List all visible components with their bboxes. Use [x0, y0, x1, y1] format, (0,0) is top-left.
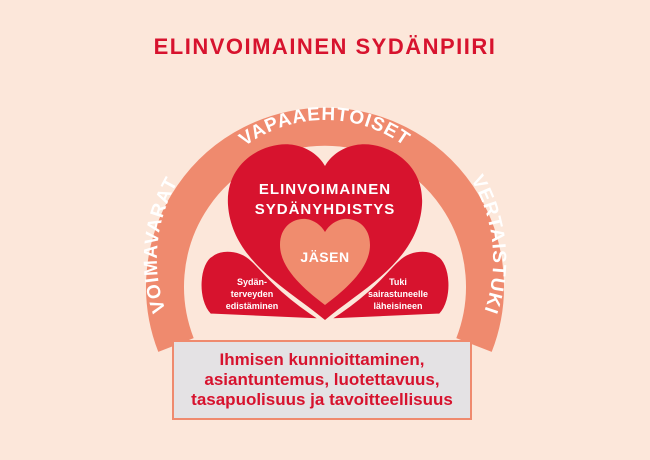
right-heart-line3: läheisineen: [373, 301, 422, 311]
left-heart-line1: Sydän-: [237, 277, 267, 287]
right-heart-line2: sairastuneelle: [368, 289, 428, 299]
center-heart: [280, 218, 370, 305]
big-heart-line1: ELINVOIMAINEN: [259, 181, 391, 198]
right-heart-line1: Tuki: [389, 277, 407, 287]
values-box: Ihmisen kunnioittaminen, asiantuntemus, …: [172, 340, 472, 420]
outer-ring: [146, 107, 504, 352]
values-line-1: Ihmisen kunnioittaminen,: [219, 350, 425, 369]
left-heart-line2: terveyden: [231, 289, 274, 299]
values-line-2: asiantuntemus, luotettavuus,: [204, 370, 440, 389]
left-small-heart: [198, 248, 328, 322]
big-heart-line2: SYDÄNYHDISTYS: [255, 201, 396, 218]
left-heart-line3: edistäminen: [226, 301, 279, 311]
values-line-3: tasapuolisuus ja tavoitteellisuus: [191, 390, 453, 409]
diagram-title: ELINVOIMAINEN SYDÄNPIIRI: [153, 34, 497, 59]
center-heart-label: JÄSEN: [300, 249, 349, 265]
right-small-heart: [322, 248, 452, 322]
